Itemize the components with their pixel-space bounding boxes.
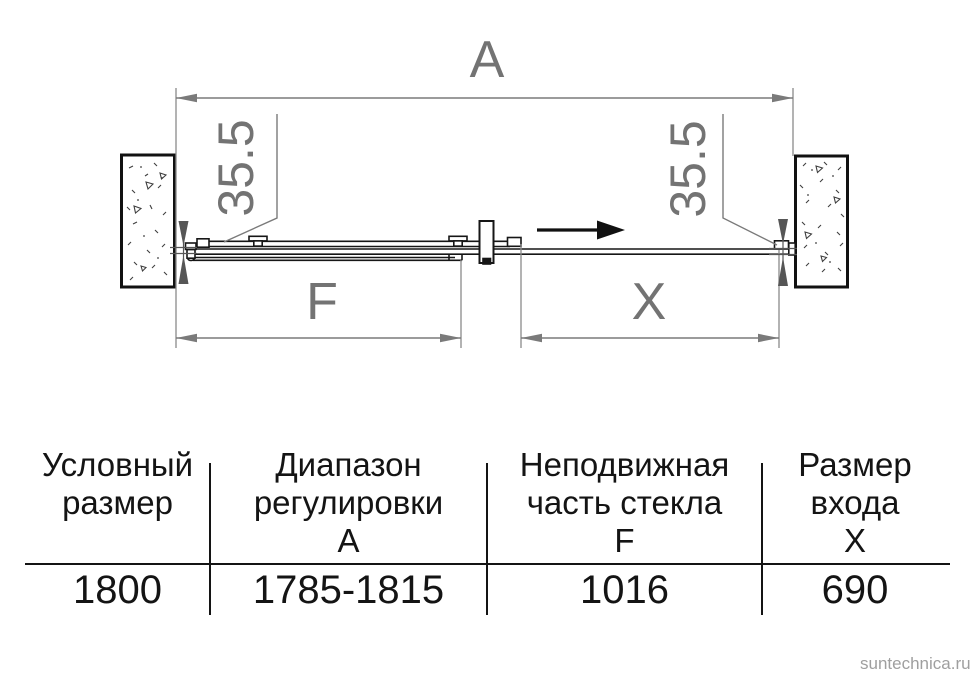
column-value: 690 [821,568,889,612]
column-header: Размер входа Х [798,446,912,559]
sliding-door-panel [196,235,522,249]
slide-direction-arrow-icon [537,220,625,240]
dimension-line-F [176,333,461,343]
dimension-line-X [521,333,779,343]
column-header: Диапазон регулировки А [253,446,444,559]
left-wall [120,153,176,289]
leader-lines [223,114,778,246]
table-header-rule [25,563,950,565]
door-assembly [184,220,796,265]
dimension-label-X: X [631,273,667,331]
column-value: 1016 [580,568,669,612]
diagram-canvas [120,88,849,348]
profile-dimension-markers [170,219,797,286]
dimension-lines [176,93,793,343]
dimension-label-A: A [469,31,505,89]
dimension-label-F: F [306,273,338,331]
right-wall-hatching [799,161,845,273]
dimension-label-35-5-right: 35.5 [660,120,716,218]
door-handle [478,220,495,265]
table-divider [209,463,211,615]
column-value: 1800 [73,568,162,612]
left-wall-hatching [126,162,168,281]
dimension-line-A [176,93,793,103]
watermark: suntechnica.ru [860,654,970,673]
column-header: Неподвижная часть стекла F [519,446,730,559]
column-value: 1785-1815 [252,568,445,612]
right-wall [794,154,849,289]
dimension-label-35-5-left: 35.5 [208,119,264,217]
column-header: Условный размер [41,446,194,521]
extension-lines [175,88,794,348]
table-divider [486,463,488,615]
left-wall-profile [184,242,197,260]
table-divider [761,463,763,615]
